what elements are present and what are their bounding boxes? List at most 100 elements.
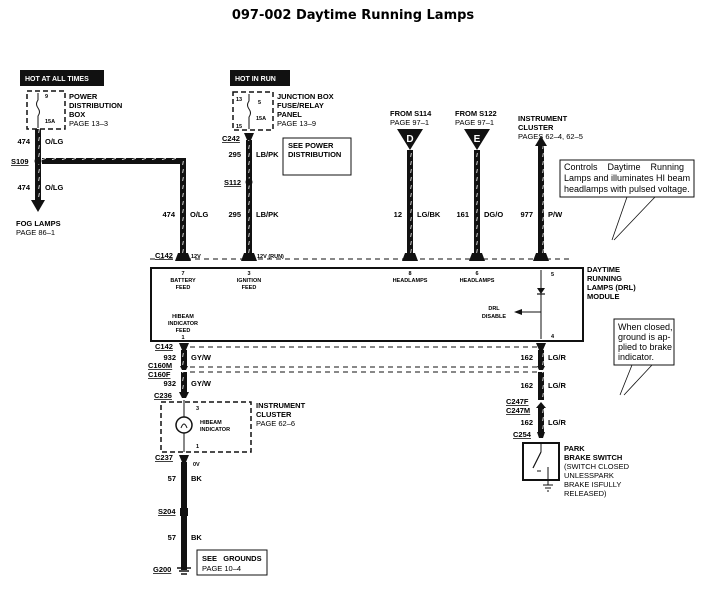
connector-label: C160M <box>148 361 172 370</box>
drl-callout-line1: Controls Daytime Running <box>564 162 684 172</box>
pin-label: 15 <box>236 124 242 130</box>
wire-474-horizontal <box>42 158 186 164</box>
from-s122-label: FROM S122 <box>455 109 497 118</box>
splice-s204 <box>180 508 188 516</box>
drl-module-label-3: LAMPS (DRL) <box>587 283 636 292</box>
wire-color: LG/R <box>548 381 566 390</box>
pin-label: 3 <box>196 406 199 412</box>
circuit-number: 474 <box>17 137 30 146</box>
connector-label: C142 <box>155 251 173 260</box>
callout-pointer <box>611 196 628 241</box>
wire-color: GY/W <box>191 353 212 362</box>
drl-module-label-4: MODULE <box>587 292 620 301</box>
pin-label: HEADLAMPS <box>393 278 428 284</box>
bulb-filament <box>180 423 188 429</box>
pin-label: FEED <box>242 285 257 291</box>
connector-c242-icon <box>244 133 254 140</box>
park-brake-label-3: (SWITCH CLOSED <box>564 462 630 471</box>
voltage-label: 12V <box>191 254 201 260</box>
wire-932-a <box>181 350 187 367</box>
fuse-number: 9 <box>45 94 48 100</box>
connector-label: C247F <box>506 397 529 406</box>
park-brake-label-1: PARK <box>564 444 585 453</box>
wire-color: DG/O <box>484 210 503 219</box>
fuse-number: 5 <box>258 100 261 106</box>
wire-color: LG/R <box>548 418 566 427</box>
connector-label: C142 <box>155 342 173 351</box>
connector-e-triangle-icon <box>464 129 490 150</box>
wire-162-a <box>538 350 544 367</box>
jb-page: PAGE 13–9 <box>277 119 316 128</box>
wire-color: LB/PK <box>256 210 279 219</box>
connector-pin-icon <box>537 366 545 370</box>
circuit-number: 474 <box>162 210 175 219</box>
pin-label: 4 <box>551 334 555 340</box>
connector-label: C237 <box>155 453 173 462</box>
circuit-number: 57 <box>168 533 176 542</box>
voltage-label: 0V <box>193 462 200 468</box>
see-pd-line2: DISTRIBUTION <box>288 150 341 159</box>
circuit-number: 295 <box>228 210 241 219</box>
circuit-number: 932 <box>163 353 176 362</box>
wire-color: LG/BK <box>417 210 441 219</box>
callout-pointer <box>619 364 633 396</box>
see-grounds-box <box>196 549 268 576</box>
wire-162-c <box>538 408 544 432</box>
connector-e-letter: E <box>474 134 481 145</box>
pdb-label-1: POWER <box>69 92 98 101</box>
pdb-label-3: BOX <box>69 110 85 119</box>
cluster-label-1: INSTRUMENT <box>256 401 306 410</box>
jb-label-1: JUNCTION BOX <box>277 92 334 101</box>
voltage-label: 12V (RUN) <box>257 254 284 260</box>
pin-label: BATTERY <box>170 278 196 284</box>
circuit-number: 162 <box>520 418 533 427</box>
up-arrow-icon <box>535 136 547 146</box>
instrument-cluster-label-2: CLUSTER <box>518 123 554 132</box>
fuse-rating: 15A <box>256 116 266 122</box>
from-s122-page: PAGE 97–1 <box>455 118 494 127</box>
drl-module-box <box>150 267 584 342</box>
wire-color: O/LG <box>45 183 63 192</box>
circuit-number: 162 <box>520 353 533 362</box>
wire-12 <box>407 150 413 253</box>
fog-lamps-page: PAGE 86–1 <box>16 228 55 237</box>
wire-932-b <box>181 372 187 392</box>
park-brake-label-4: UNLESSPARK <box>564 471 614 480</box>
ground-icon <box>543 484 553 492</box>
wire-color: GY/W <box>191 379 212 388</box>
connector-label: C236 <box>154 391 172 400</box>
connector-pins-top <box>175 253 549 261</box>
wire-162-b <box>538 372 544 400</box>
from-s114-label: FROM S114 <box>390 109 432 118</box>
drl-disable-label: DRL <box>488 306 500 312</box>
pin-label: 8 <box>408 271 411 277</box>
connector-label: C242 <box>222 134 240 143</box>
brake-callout-box <box>613 318 675 366</box>
wire-295 <box>246 140 252 253</box>
brake-callout-line2: ground is ap- <box>618 332 671 342</box>
circuit-number: 12 <box>394 210 402 219</box>
hot-at-all-times-source: HOT AT ALL TIMES 9 15A POWER DISTRIBUTIO… <box>20 70 122 130</box>
from-s114-page: PAGE 97–1 <box>390 118 429 127</box>
pin-label: HIBEAM <box>172 314 194 320</box>
wire-color: LG/R <box>548 353 566 362</box>
cluster-label-2: CLUSTER <box>256 410 292 419</box>
drl-module-label-1: DAYTIME <box>587 265 620 274</box>
connector-pin-icon <box>533 253 549 261</box>
jb-label-2: FUSE/RELAY <box>277 101 324 110</box>
pin-label: 5 <box>551 272 554 278</box>
connector-pin-icon <box>402 253 418 261</box>
drl-callout-line2: Lamps and illuminates HI beam <box>564 173 690 183</box>
pin-label: 3 <box>247 271 250 277</box>
see-grounds-page: PAGE 10–4 <box>202 564 241 573</box>
pin-label: 6 <box>475 271 478 277</box>
circuit-number: 162 <box>520 381 533 390</box>
circuit-number: 161 <box>456 210 469 219</box>
hot-in-run-source: HOT IN RUN 13 15 5 15A JUNCTION BOX FUSE… <box>230 70 334 131</box>
splice-s112 <box>245 178 253 186</box>
hot-in-run-header <box>230 70 290 86</box>
callout-pointer <box>613 196 656 241</box>
pin-label: HEADLAMPS <box>460 278 495 284</box>
fuse-rating: 15A <box>45 119 55 125</box>
